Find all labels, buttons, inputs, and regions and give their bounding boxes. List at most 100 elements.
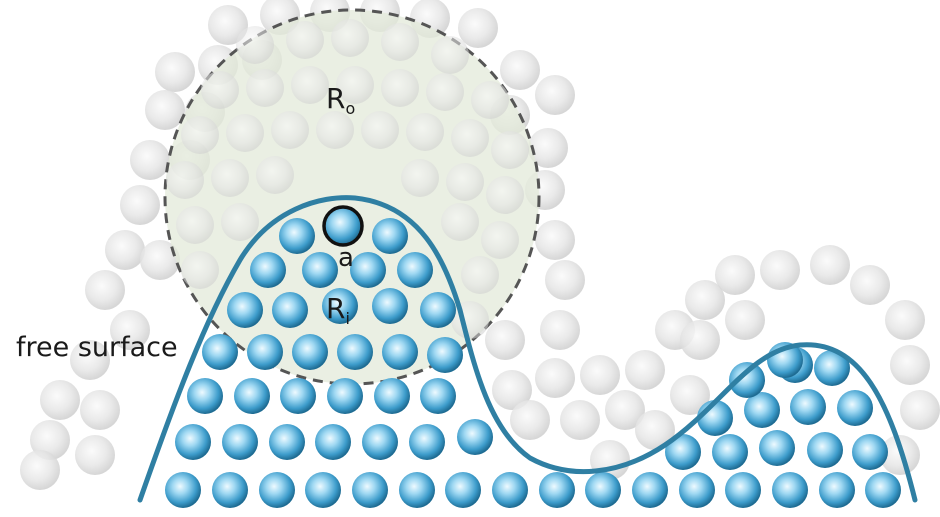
background-particle [725, 300, 765, 340]
sphere-particle [211, 159, 249, 197]
bulk-particle [337, 334, 373, 370]
bulk-particle [302, 252, 338, 288]
sphere-particle [316, 111, 354, 149]
bulk-particle [269, 424, 305, 460]
sphere-particle [286, 21, 324, 59]
background-particle [850, 265, 890, 305]
bulk-particle [632, 472, 668, 508]
background-particle [635, 410, 675, 450]
bulk-particle [759, 430, 795, 466]
bulk-particle [420, 292, 456, 328]
sphere-particle [406, 113, 444, 151]
sphere-particle [336, 66, 374, 104]
bulk-particle [279, 218, 315, 254]
bulk-particle [234, 378, 270, 414]
bulk-particle [187, 378, 223, 414]
bulk-particle [772, 472, 808, 508]
bulk-particle [445, 472, 481, 508]
bulk-particle [427, 337, 463, 373]
bulk-particle [807, 432, 843, 468]
background-particle [885, 300, 925, 340]
sphere-particle [441, 203, 479, 241]
bulk-particle [837, 390, 873, 426]
bulk-particle [322, 288, 358, 324]
sphere-particle [451, 119, 489, 157]
bulk-particle [457, 419, 493, 455]
sphere-particle [486, 176, 524, 214]
background-particle [120, 185, 160, 225]
sphere-particle [491, 131, 529, 169]
bulk-particle [814, 350, 850, 386]
sphere-particle [201, 71, 239, 109]
bulk-particle [585, 472, 621, 508]
bulk-particle [665, 434, 701, 470]
sphere-particle [426, 73, 464, 111]
bulk-particle [175, 424, 211, 460]
bulk-particle [202, 334, 238, 370]
bulk-particle [819, 472, 855, 508]
background-particle [110, 310, 150, 350]
background-particle [535, 220, 575, 260]
background-particle [540, 310, 580, 350]
background-particle [155, 52, 195, 92]
bulk-particle [420, 378, 456, 414]
sphere-particle [256, 156, 294, 194]
background-particle [605, 390, 645, 430]
bulk-particle [409, 424, 445, 460]
bulk-particle [679, 472, 715, 508]
background-particle [485, 320, 525, 360]
bulk-particle [212, 472, 248, 508]
background-particle [625, 350, 665, 390]
bulk-particle [374, 378, 410, 414]
background-particle [535, 75, 575, 115]
bulk-particle [372, 288, 408, 324]
bulk-particle [372, 218, 408, 254]
bulk-particle [744, 392, 780, 428]
sphere-particle [481, 221, 519, 259]
background-particle [715, 255, 755, 295]
background-particle [492, 370, 532, 410]
background-particle [105, 230, 145, 270]
background-particle [140, 240, 180, 280]
background-particle [40, 380, 80, 420]
free-surface-label: free surface [16, 332, 178, 363]
bulk-particle [327, 378, 363, 414]
background-particle [685, 280, 725, 320]
sphere-particle [226, 114, 264, 152]
background-particle [75, 435, 115, 475]
background-particle [545, 260, 585, 300]
inner-radius-label: Ri [326, 292, 350, 328]
background-particle [535, 358, 575, 398]
sphere-particle [271, 111, 309, 149]
highlight-particle [322, 205, 364, 247]
sphere-particle [181, 116, 219, 154]
bulk-particle [865, 472, 901, 508]
bulk-particle [397, 252, 433, 288]
bulk-particle [250, 252, 286, 288]
bulk-particle [539, 472, 575, 508]
background-particle [528, 128, 568, 168]
sphere-particle [331, 19, 369, 57]
sphere-particle [431, 36, 469, 74]
sphere-particle [181, 251, 219, 289]
bulk-particle [712, 434, 748, 470]
bulk-particle [492, 472, 528, 508]
free-surface-line [137, 195, 918, 503]
bulk-particle [272, 292, 308, 328]
background-particle [560, 400, 600, 440]
sphere-particle [361, 111, 399, 149]
bulk-particle [305, 472, 341, 508]
bulk-particle [725, 472, 761, 508]
background-particle [810, 245, 850, 285]
sphere-particle [446, 163, 484, 201]
sphere-particle [221, 203, 259, 241]
bulk-particle [352, 472, 388, 508]
sphere-particle [401, 159, 439, 197]
bulk-particle [247, 334, 283, 370]
bulk-particle [259, 472, 295, 508]
sphere-particle [471, 81, 509, 119]
bulk-particle [227, 292, 263, 328]
bulk-particle [729, 362, 765, 398]
sphere-particle [176, 206, 214, 244]
